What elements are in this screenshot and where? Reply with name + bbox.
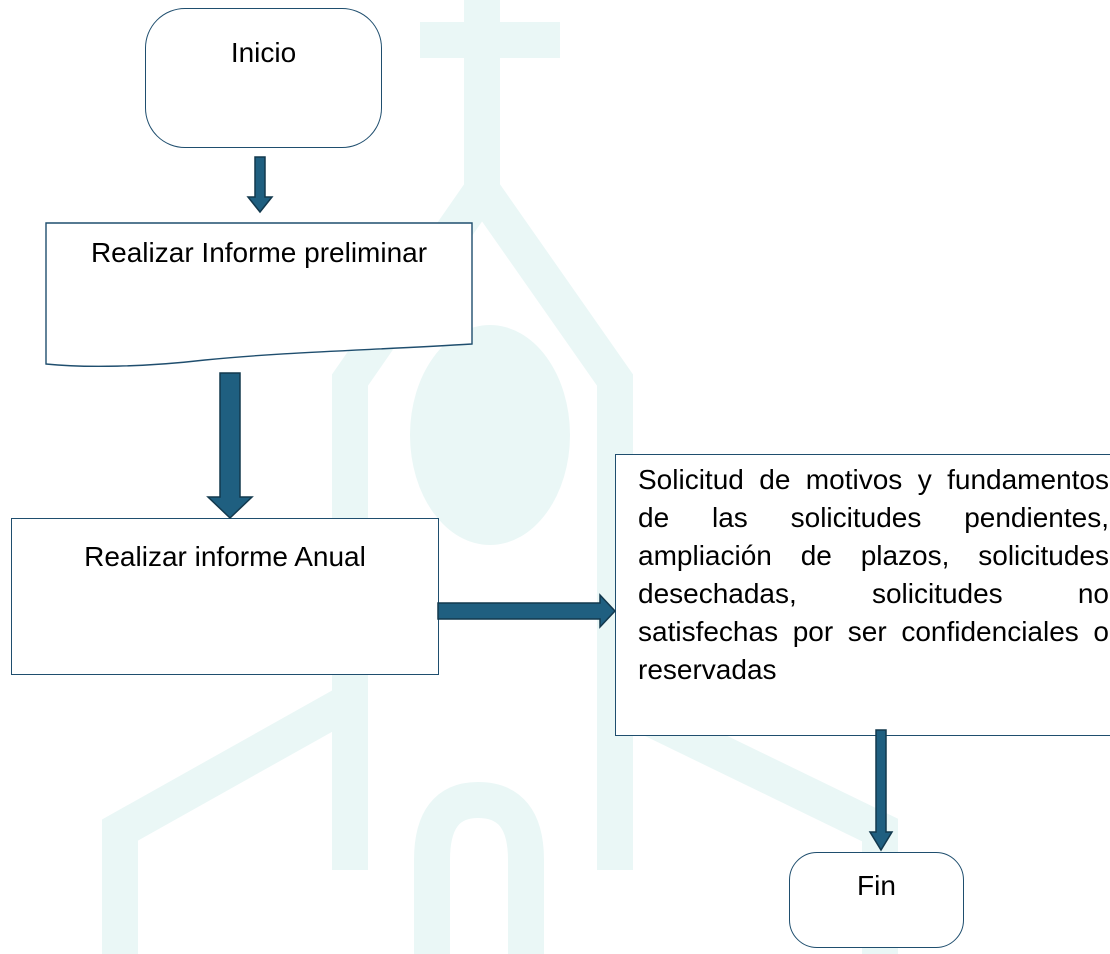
annual-report-process: Realizar informe Anual [11,518,439,675]
annual-report-label: Realizar informe Anual [84,541,366,572]
arrow-preliminar-to-anual [206,372,254,520]
preliminary-report-document: Realizar Informe preliminar [45,222,473,372]
start-terminal: Inicio [145,8,382,148]
end-label: Fin [857,870,896,901]
request-process: Solicitud de motivos y fundamentos de la… [615,454,1110,736]
arrow-inicio-to-preliminar [246,156,274,214]
arrow-anual-to-solicitud [437,593,617,629]
document-shape [45,222,473,368]
start-label: Inicio [230,37,297,68]
request-label: Solicitud de motivos y fundamentos de la… [638,464,1109,685]
arrow-solicitud-to-fin [868,729,894,852]
end-terminal: Fin [789,852,964,948]
preliminary-report-label: Realizar Informe preliminar [90,237,428,268]
